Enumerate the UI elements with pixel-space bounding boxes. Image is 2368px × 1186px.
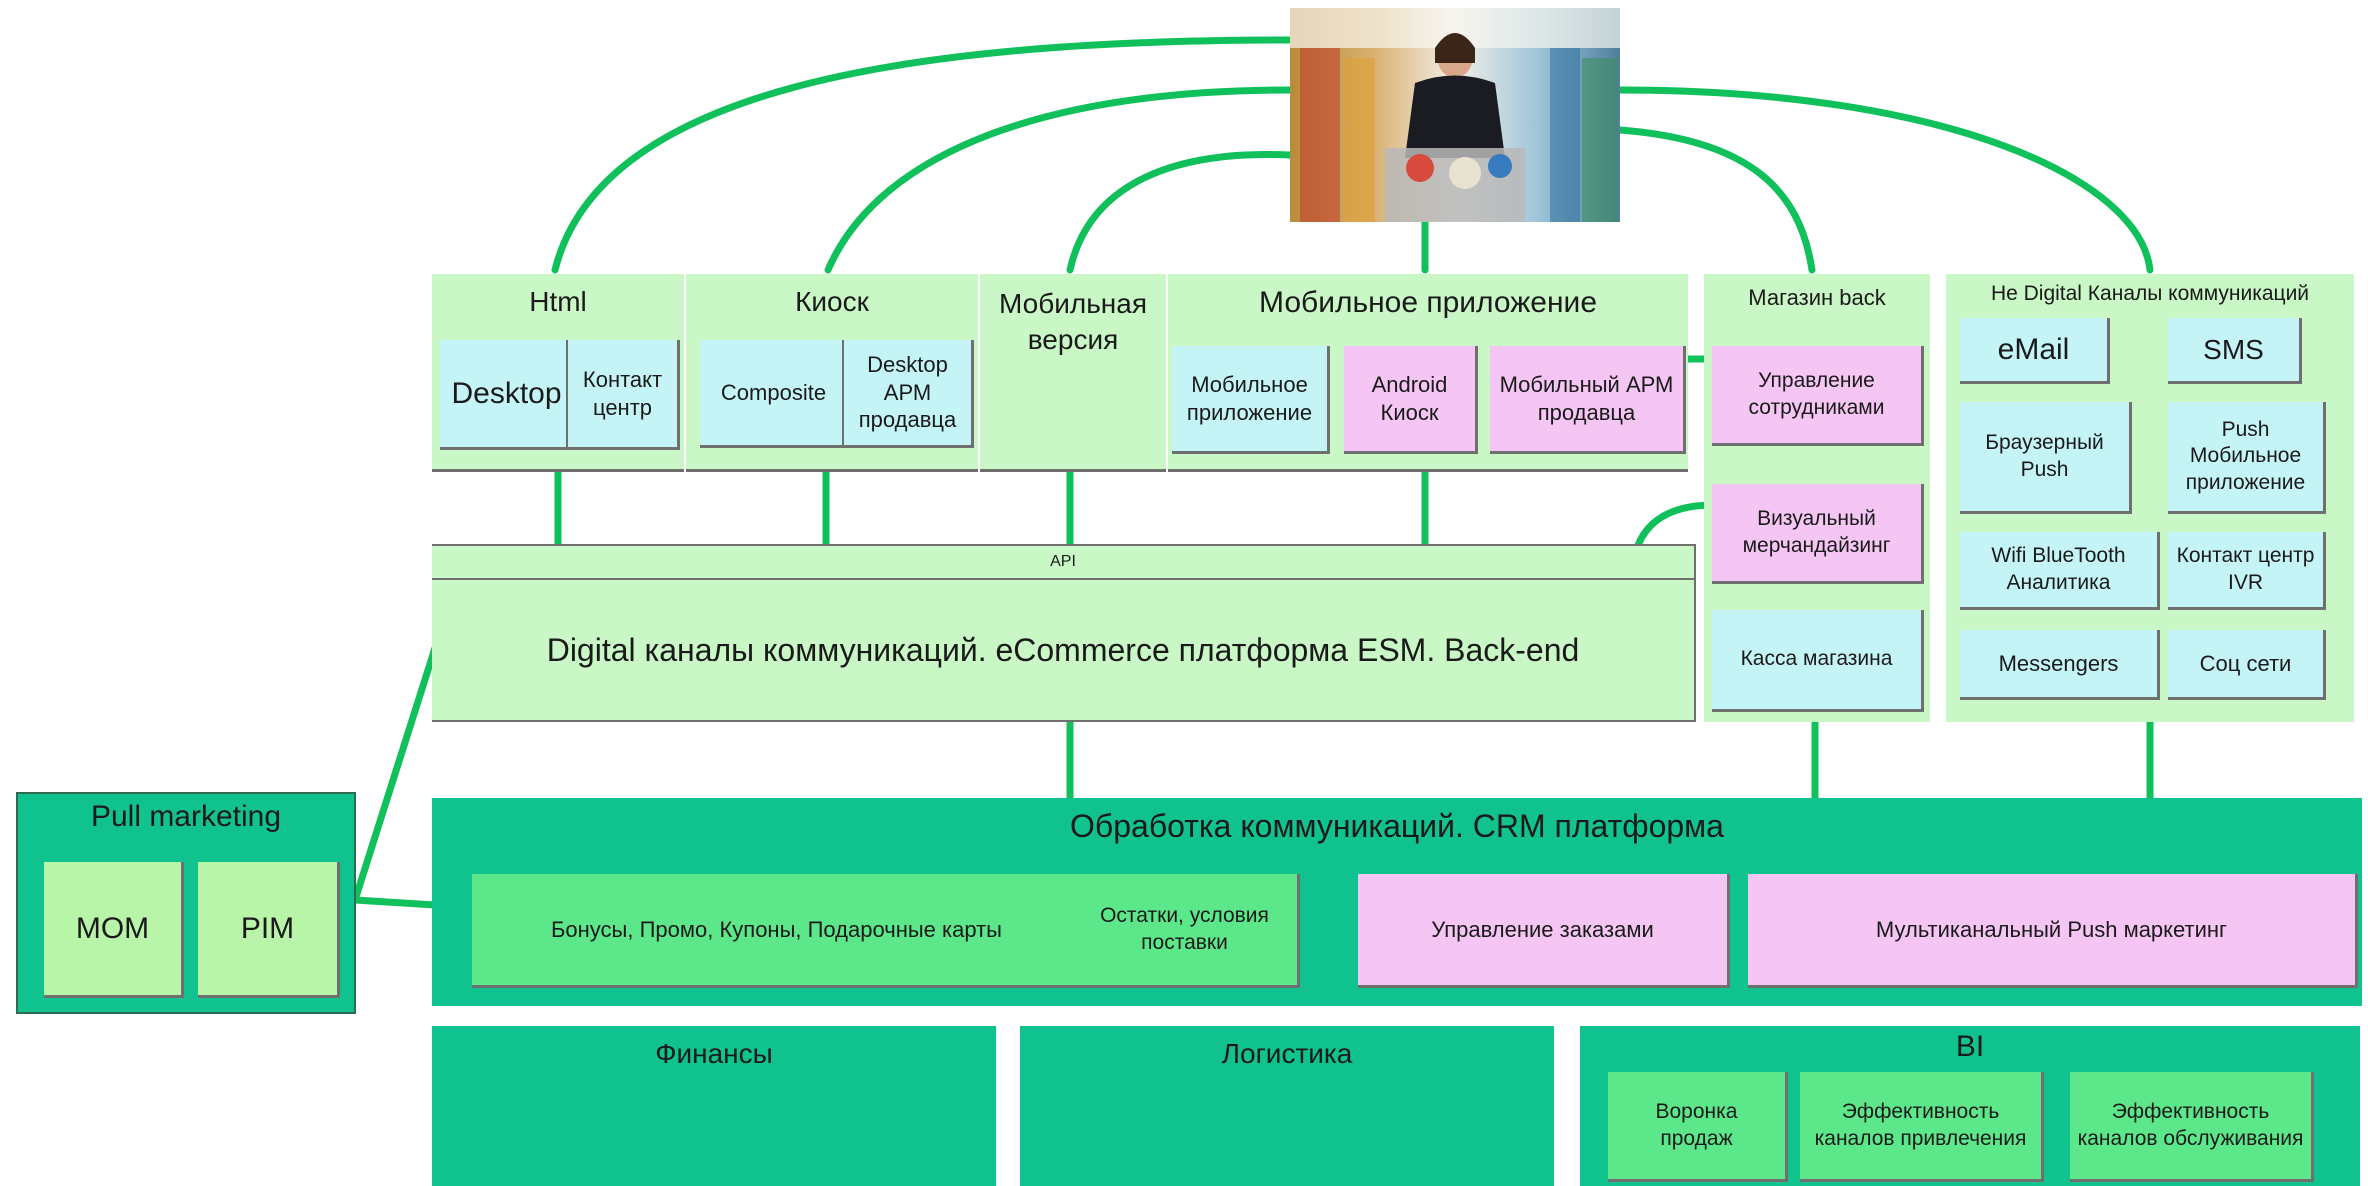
- pull-marketing-title: Pull marketing: [90, 800, 282, 833]
- push-mobile-box: Push Мобильное приложение: [2168, 402, 2326, 514]
- logistics-title: Логистика: [1221, 1038, 1353, 1069]
- sms-box: SMS: [2168, 318, 2302, 384]
- bi-title: BI: [1955, 1030, 1985, 1063]
- crm-title: Обработка коммуникаций. CRM платформа: [1070, 808, 1724, 844]
- bonus-promo-box: Бонусы, Промо, Купоны, Подарочные карты: [472, 874, 1084, 988]
- backend-box: Digital каналы коммуникаций. eCommerce п…: [432, 580, 1696, 722]
- supermarket-image: [1290, 8, 1620, 222]
- api-bar: API: [432, 544, 1696, 580]
- messengers-box: Messengers: [1960, 630, 2160, 700]
- pim-box: PIM: [198, 862, 340, 998]
- contact-center-box: Контакт центр: [566, 340, 680, 450]
- kiosk-group: Киоск Composite Desktop АРМ продавца: [686, 274, 978, 472]
- browser-push-box: Браузерный Push: [1960, 402, 2132, 514]
- android-kiosk-box: Android Киоск: [1344, 346, 1478, 454]
- kiosk-title: Киоск: [795, 286, 869, 317]
- mobile-app-box: Мобильное приложение: [1172, 346, 1330, 454]
- stock-box: Остатки, условия поставки: [1072, 874, 1300, 988]
- wire-nondigital: [1616, 86, 2154, 274]
- logistics-box: Логистика: [1020, 1026, 1554, 1186]
- desktop-arm-box: Desktop АРМ продавца: [842, 340, 974, 448]
- multichannel-push-box: Мультиканальный Push маркетинг: [1748, 874, 2358, 988]
- wifi-bluetooth-box: Wifi BlueTooth Аналитика: [1960, 532, 2160, 610]
- non-digital-group: Не Digital Каналы коммуникаций eMail SMS…: [1946, 274, 2354, 722]
- finance-title: Финансы: [655, 1038, 773, 1069]
- mobile-app-group: Мобильное приложение Мобильное приложени…: [1168, 274, 1688, 472]
- visual-merch-box: Визуальный мерчандайзинг: [1712, 484, 1924, 584]
- bi-group: BI Воронка продаж Эффективность каналов …: [1580, 1026, 2360, 1186]
- mom-box: MOM: [44, 862, 184, 998]
- store-back-group: Магазин back Управление сотрудниками Виз…: [1704, 274, 1930, 722]
- desktop-box: Desktop: [440, 340, 576, 450]
- acquisition-efficiency-box: Эффективность каналов привлечения: [1800, 1072, 2044, 1182]
- mobile-arm-box: Мобильный АРМ продавца: [1490, 346, 1686, 454]
- ivr-box: Контакт центр IVR: [2168, 532, 2326, 610]
- crm-platform-group: Обработка коммуникаций. CRM платформа Бо…: [432, 798, 2362, 1006]
- mobile-version-group: Мобильная версия: [980, 274, 1166, 472]
- finance-box: Финансы: [432, 1026, 996, 1186]
- store-pos-box: Касса магазина: [1712, 610, 1924, 712]
- wire-html: [551, 36, 1294, 274]
- mobile-version-title: Мобильная версия: [998, 288, 1147, 356]
- social-box: Соц сети: [2168, 630, 2326, 700]
- pull-marketing-group: Pull marketing MOM PIM: [16, 792, 356, 1014]
- mobile-app-title: Мобильное приложение: [1259, 286, 1597, 319]
- store-back-title: Магазин back: [1748, 285, 1886, 310]
- order-management-box: Управление заказами: [1358, 874, 1730, 988]
- non-digital-title: Не Digital Каналы коммуникаций: [1990, 282, 2310, 305]
- shopper-photo: [1290, 8, 1620, 222]
- html-title: Html: [529, 286, 587, 317]
- sales-funnel-box: Воронка продаж: [1608, 1072, 1788, 1182]
- wire-mobile-version: [1066, 150, 1294, 274]
- composite-box: Composite: [700, 340, 850, 448]
- wire-kiosk: [824, 86, 1294, 274]
- wire-store: [1616, 126, 1816, 274]
- email-box: eMail: [1960, 318, 2110, 384]
- service-efficiency-box: Эффективность каналов обслуживания: [2070, 1072, 2314, 1182]
- staff-management-box: Управление сотрудниками: [1712, 346, 1924, 446]
- html-group: Html Desktop Контакт центр: [432, 274, 684, 472]
